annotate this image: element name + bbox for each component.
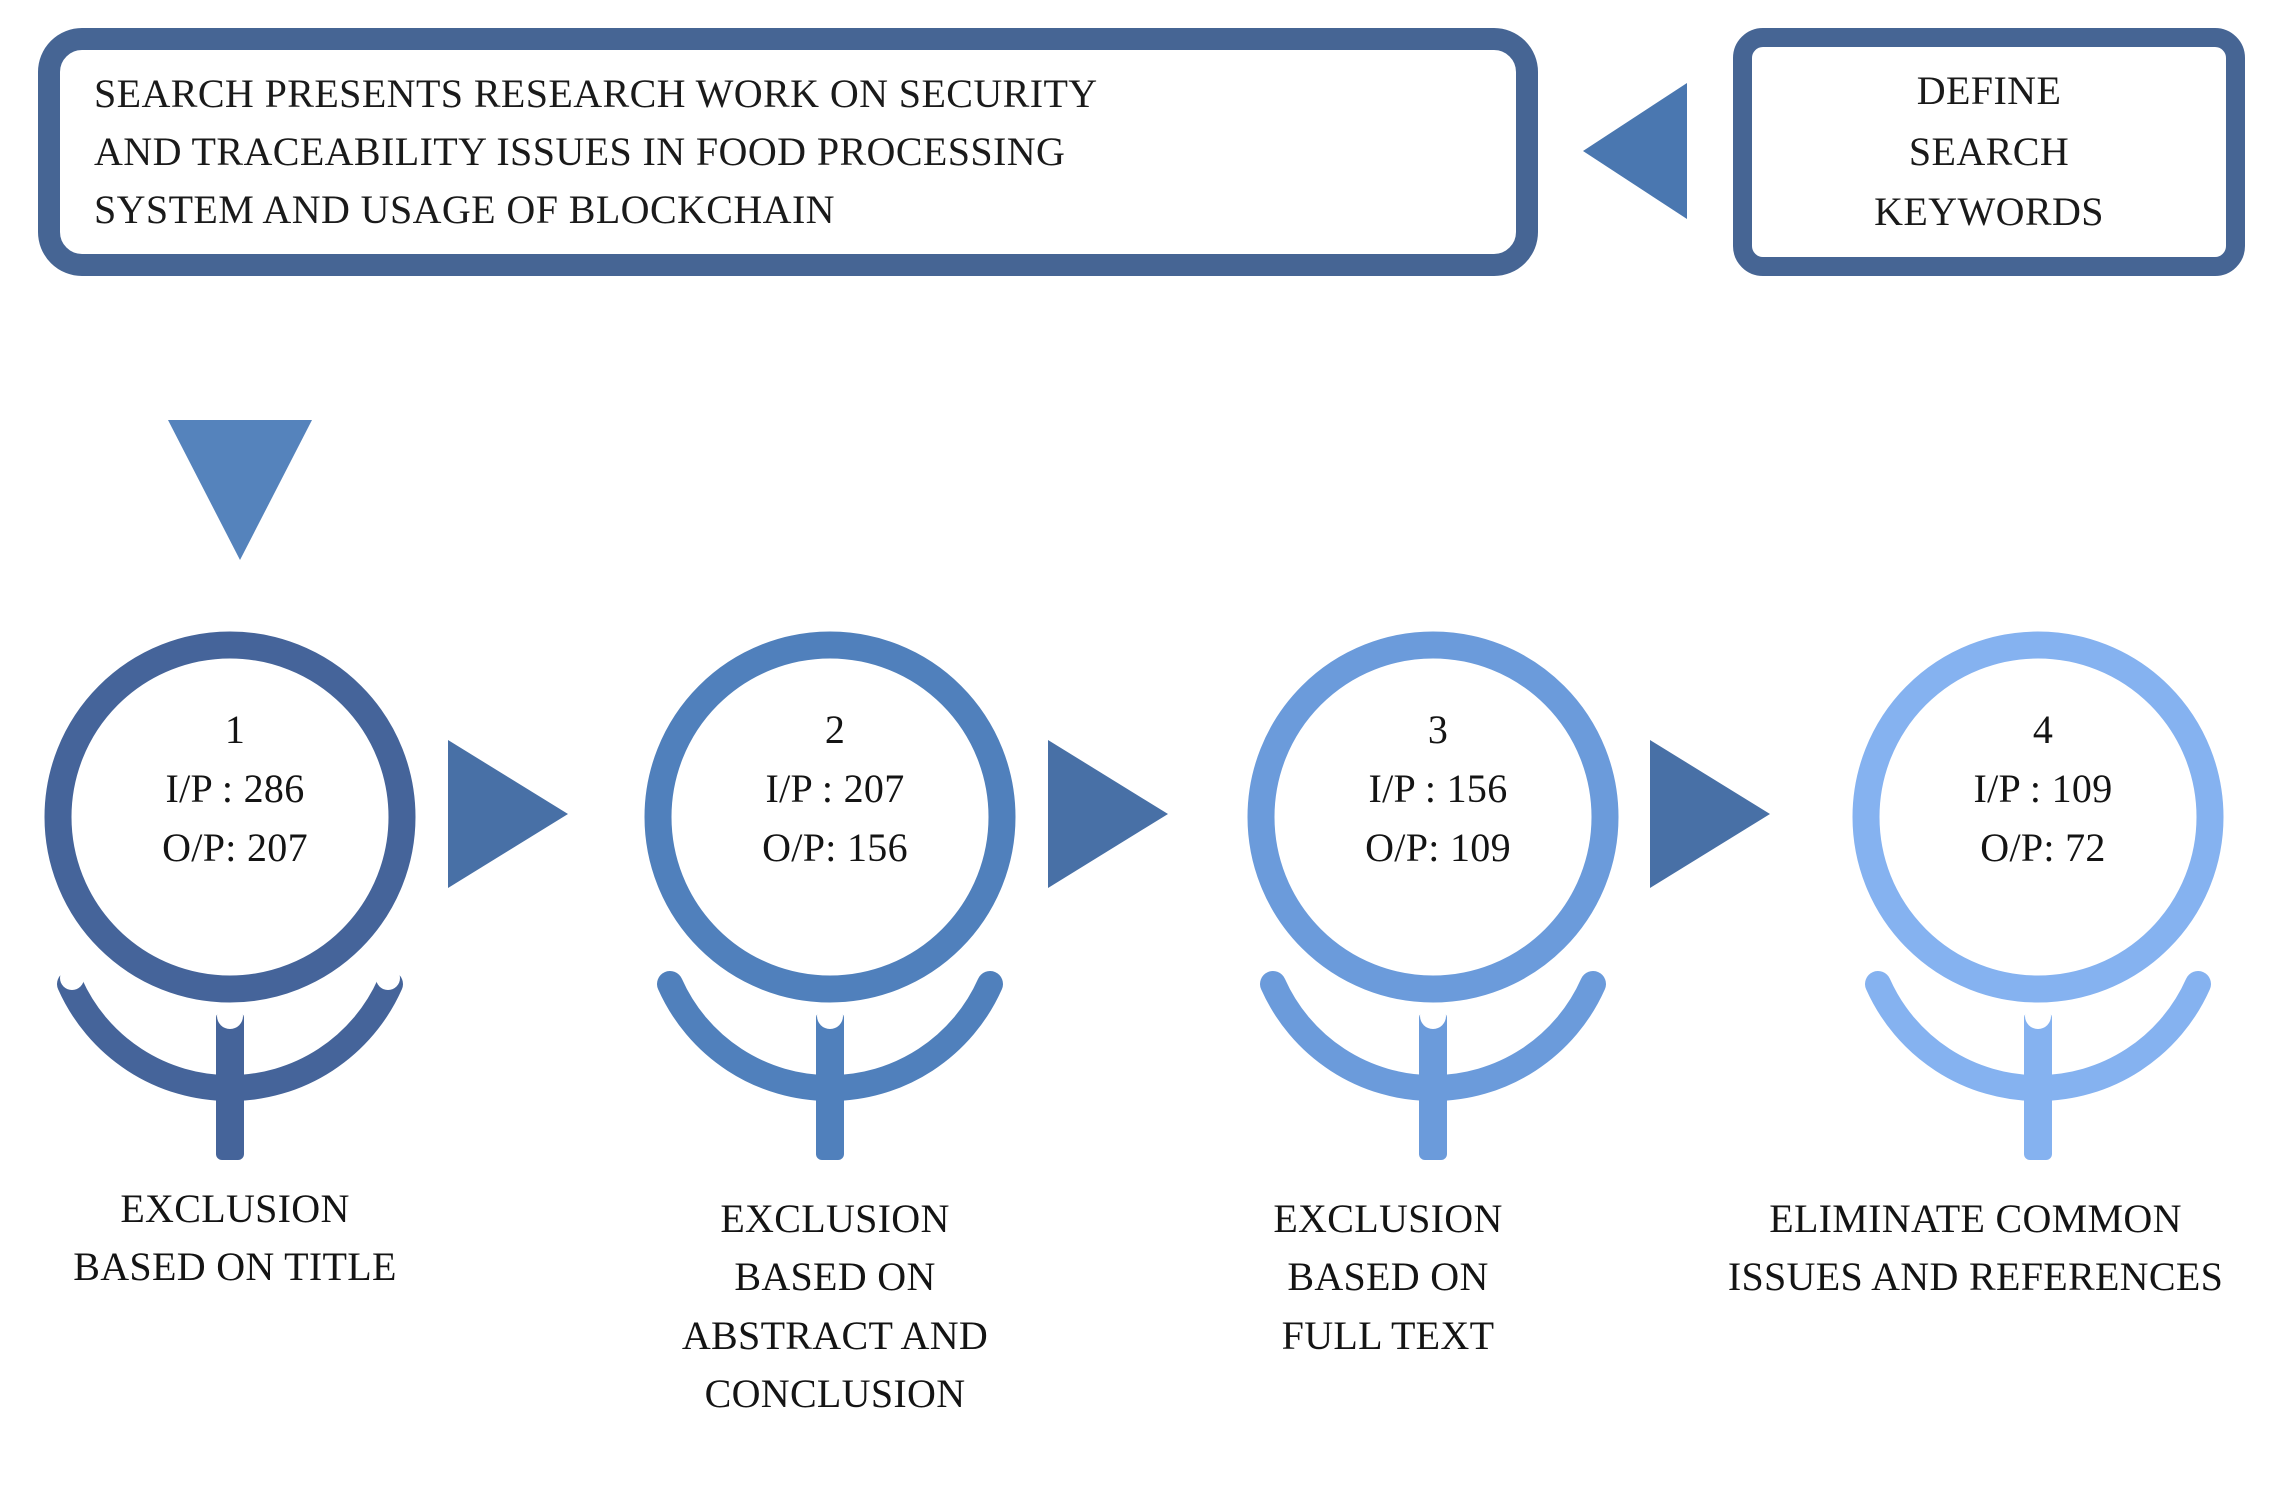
magnifier-joint-dot-2	[817, 1003, 843, 1029]
magnifier-joint-dot-3	[1420, 1003, 1446, 1029]
search-statement-line-2: AND TRACEABILITY ISSUES IN FOOD PROCESSI…	[94, 129, 1066, 174]
magnifier-ring-3	[1247, 631, 1619, 1003]
magnifier-right-dot-1	[376, 966, 400, 990]
stage-3-caption-line-1: EXCLUSION	[1273, 1196, 1503, 1241]
stage-3-caption: EXCLUSION BASED ON FULL TEXT	[1168, 1190, 1608, 1365]
magnifier-left-dot-1	[60, 966, 84, 990]
search-statement-line-1: SEARCH PRESENTS RESEARCH WORK ON SECURIT…	[94, 71, 1098, 116]
magnifier-shape-4	[1852, 631, 2224, 1160]
stage-2-caption-line-2: BASED ON	[734, 1254, 936, 1300]
magnifier-joint-dot-1	[217, 1003, 243, 1029]
magnifier-handle-4	[2024, 1012, 2052, 1160]
magnifier-ring-4	[1852, 631, 2224, 1003]
magnifier-handle-1	[216, 1012, 244, 1160]
arrow-down-search-to-stage1	[168, 420, 312, 560]
define-search-keywords-text: DEFINE SEARCH KEYWORDS	[1752, 61, 2226, 243]
arrow-right-stage3-to-stage4	[1650, 740, 1770, 888]
magnifier-handle-3	[1419, 1012, 1447, 1160]
search-statement-line-3: SYSTEM AND USAGE OF BLOCKCHAIN	[94, 187, 835, 232]
stage-4-caption-line-2: ISSUES AND REFERENCES	[1727, 1254, 2224, 1300]
stage-1-caption-line-1: EXCLUSION	[120, 1186, 350, 1231]
stage-4-caption: ELIMINATE COMMON ISSUES AND REFERENCES	[1668, 1190, 2283, 1307]
stage-4: 4 I/P : 109 O/P: 72	[1838, 612, 2248, 1212]
stage-2-caption: EXCLUSION BASED ON ABSTRACT AND CONCLUSI…	[610, 1190, 1060, 1424]
search-statement-box: SEARCH PRESENTS RESEARCH WORK ON SECURIT…	[38, 28, 1538, 276]
magnifier-shape-3	[1247, 631, 1619, 1160]
keywords-line-1: DEFINE	[1916, 67, 2062, 113]
keywords-line-2: SEARCH	[1908, 128, 2070, 174]
magnifier-glass-2: 2 I/P : 207 O/P: 156	[630, 612, 1040, 1212]
stage-2-caption-line-1: EXCLUSION	[720, 1196, 950, 1241]
stage-3-caption-line-3: FULL TEXT	[1281, 1312, 1495, 1358]
magnifier-handle-2	[816, 1012, 844, 1160]
stage-4-caption-line-1: ELIMINATE COMMON	[1769, 1196, 2182, 1241]
stage-1: 1 I/P : 286 O/P: 207	[30, 612, 440, 1212]
stage-2-caption-line-3: ABSTRACT AND	[681, 1312, 989, 1358]
arrow-left-keywords-to-search	[1583, 83, 1687, 219]
magnifier-ring-1	[44, 631, 416, 1003]
arrow-right-stage1-to-stage2	[448, 740, 568, 888]
stage-1-caption: EXCLUSION BASED ON TITLE	[0, 1180, 470, 1297]
magnifier-ring-2	[644, 631, 1016, 1003]
stage-3-caption-line-2: BASED ON	[1287, 1254, 1489, 1300]
stage-2: 2 I/P : 207 O/P: 156	[630, 612, 1040, 1212]
magnifier-shape-2	[644, 631, 1016, 1160]
magnifier-joint-dot-4	[2025, 1003, 2051, 1029]
stage-3: 3 I/P : 156 O/P: 109	[1233, 612, 1643, 1212]
magnifier-glass-3: 3 I/P : 156 O/P: 109	[1233, 612, 1643, 1212]
stage-1-caption-line-2: BASED ON TITLE	[73, 1244, 397, 1290]
arrow-right-stage2-to-stage3	[1048, 740, 1168, 888]
magnifier-glass-1: 1 I/P : 286 O/P: 207	[30, 612, 440, 1212]
magnifier-glass-4: 4 I/P : 109 O/P: 72	[1838, 612, 2248, 1212]
magnifier-shape-1	[44, 631, 416, 1160]
define-search-keywords-box: DEFINE SEARCH KEYWORDS	[1733, 28, 2245, 276]
search-statement-text: SEARCH PRESENTS RESEARCH WORK ON SECURIT…	[94, 65, 1482, 239]
stage-2-caption-line-4: CONCLUSION	[704, 1371, 966, 1417]
keywords-line-3: KEYWORDS	[1874, 189, 2104, 235]
